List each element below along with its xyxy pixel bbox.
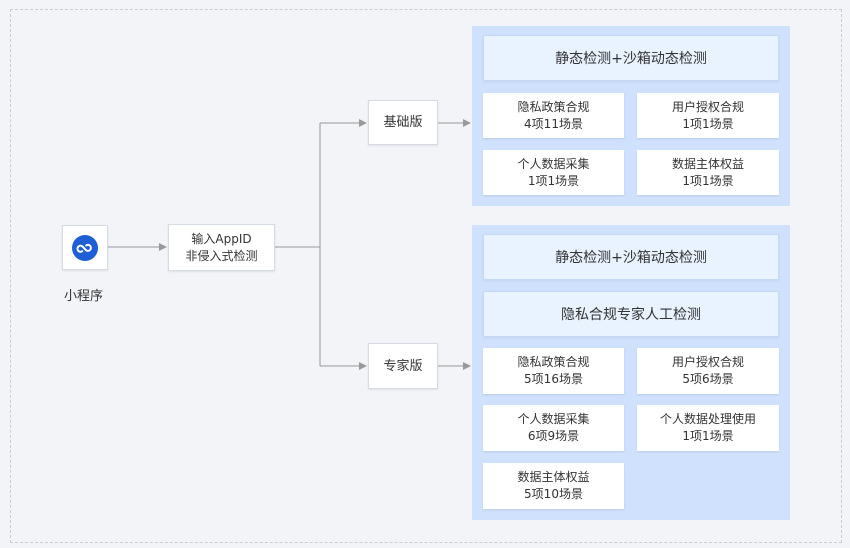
basic-card-data-collection: 个人数据采集 1项1场景 (483, 150, 624, 195)
card-detail: 5项10场景 (524, 487, 583, 501)
basic-edition-panel: 静态检测+沙箱动态检测 隐私政策合规 4项11场景 用户授权合规 1项1场景 个… (472, 26, 790, 206)
diagram-frame (10, 9, 842, 543)
card-detail: 4项11场景 (524, 116, 583, 131)
mini-program-icon (72, 234, 98, 261)
card-title: 个人数据采集 (517, 412, 590, 426)
card-title: 隐私政策合规 (517, 355, 590, 369)
card-detail: 1项1场景 (682, 429, 734, 443)
mini-program-icon-box (62, 225, 108, 270)
expert-header-static-dynamic: 静态检测+沙箱动态检测 (483, 234, 779, 280)
expert-edition-box: 专家版 (368, 343, 438, 389)
expert-card-data-processing: 个人数据处理使用 1项1场景 (637, 405, 779, 451)
expert-edition-label: 专家版 (383, 358, 423, 374)
card-detail: 6项9场景 (527, 429, 580, 443)
expert-edition-panel: 静态检测+沙箱动态检测 隐私合规专家人工检测 隐私政策合规 5项16场景 用户授… (472, 225, 790, 520)
expert-card-privacy-policy: 隐私政策合规 5项16场景 (483, 348, 624, 394)
card-title: 数据主体权益 (517, 470, 590, 484)
basic-card-subject-rights: 数据主体权益 1项1场景 (637, 150, 779, 195)
card-detail: 1项1场景 (682, 116, 734, 131)
card-title: 个人数据采集 (517, 156, 590, 171)
expert-header-manual-review: 隐私合规专家人工检测 (483, 291, 779, 337)
card-title: 个人数据处理使用 (659, 412, 756, 426)
basic-card-privacy-policy: 隐私政策合规 4项11场景 (483, 93, 624, 138)
card-detail: 1项1场景 (682, 173, 734, 188)
expert-card-subject-rights: 数据主体权益 5项10场景 (483, 463, 624, 509)
card-title: 数据主体权益 (671, 156, 744, 171)
expert-card-user-authorization: 用户授权合规 5项6场景 (637, 348, 779, 394)
basic-header: 静态检测+沙箱动态检测 (483, 35, 779, 81)
card-detail: 5项16场景 (524, 372, 583, 386)
card-detail: 5项6场景 (682, 372, 734, 386)
basic-card-user-authorization: 用户授权合规 1项1场景 (637, 93, 779, 138)
mini-program-label: 小程序 (64, 289, 104, 304)
card-title: 用户授权合规 (671, 355, 744, 369)
card-detail: 1项1场景 (527, 173, 580, 188)
input-appid-line2: 非侵入式检测 (185, 248, 258, 263)
card-title: 用户授权合规 (671, 99, 744, 114)
expert-card-data-collection: 个人数据采集 6项9场景 (483, 405, 624, 451)
basic-edition-box: 基础版 (368, 100, 438, 145)
input-appid-box: 输入AppID 非侵入式检测 (168, 224, 275, 271)
basic-edition-label: 基础版 (383, 115, 423, 130)
card-title: 隐私政策合规 (517, 99, 590, 114)
input-appid-line1: 输入AppID (191, 231, 252, 246)
